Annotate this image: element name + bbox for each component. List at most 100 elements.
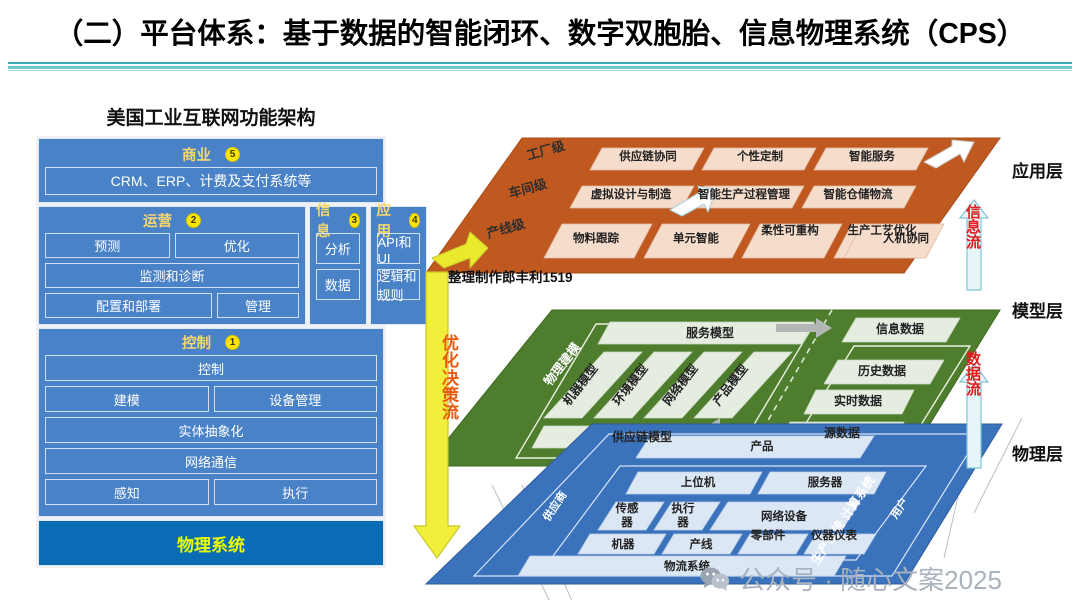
cell-data[interactable]: 数据: [316, 269, 360, 300]
app-tile-smart-warehouse-logistics[interactable]: 智能仓储物流: [823, 189, 893, 201]
app-tile-process-optimization[interactable]: 生产工艺优化: [847, 225, 917, 237]
section-operations-badge: 2: [186, 212, 201, 228]
app-tile-material-tracking[interactable]: 物料跟踪: [573, 233, 619, 245]
cell-optimize[interactable]: 优化: [174, 233, 299, 258]
ctrl-row-3: 实体抽象化: [45, 417, 377, 443]
tile-information-data: [841, 317, 961, 343]
app-tile-flexible-reconfig[interactable]: 柔性可重构: [761, 225, 819, 237]
section-operations[interactable]: 运营 2 预测 优化 监测和诊断 配置和部署 管理: [38, 206, 306, 325]
cell-entity-abstraction[interactable]: 实体抽象化: [45, 417, 377, 443]
app-row-3-tiles: [543, 223, 945, 259]
physical-row-2-tiles: [597, 501, 861, 531]
ctrl-row-4: 网络通信: [45, 448, 377, 474]
cell-crm-erp[interactable]: CRM、ERP、计费及支付系统等: [45, 167, 377, 195]
section-information-badge: 3: [348, 212, 360, 228]
physical-row-3-tiles: [577, 533, 877, 555]
physical-system-label: 物理系统: [177, 535, 245, 555]
app-tile-custom-made[interactable]: 个性定制: [737, 151, 783, 163]
physical-tile-parts[interactable]: 零部件: [750, 530, 786, 542]
section-information-header: 信息 3: [316, 203, 360, 240]
cell-control[interactable]: 控制: [45, 355, 377, 381]
app-inward-arrow-icon: [922, 139, 975, 169]
layer-label-application: 应用层: [1012, 162, 1063, 181]
cell-network-communication[interactable]: 网络通信: [45, 448, 377, 474]
cell-api-ui[interactable]: API和UI: [376, 233, 420, 266]
model-tile-information-data[interactable]: 信息数据: [875, 322, 924, 336]
information-flow-arrow: [958, 199, 990, 291]
cps-layered-diagram: 工厂级 车间级 产线级 供应链协同 个性定制 智能服务 虚拟设计与制造 智能生产…: [404, 118, 1080, 600]
section-control-badge: 1: [225, 334, 240, 350]
section-operations-header: 运营 2: [45, 207, 299, 233]
cell-configure-deploy[interactable]: 配置和部署: [45, 293, 212, 318]
tile-product: [635, 435, 875, 459]
physical-tile-server[interactable]: 服务器: [807, 477, 843, 489]
data-flow-label: 数据流: [965, 351, 981, 398]
section-information-body: 分析 数据: [316, 233, 360, 300]
physical-tile-production-line[interactable]: 产线: [689, 539, 713, 551]
layer-application[interactable]: [425, 137, 1001, 274]
app-tile-smart-production-mgmt[interactable]: 智能生产过程管理: [698, 189, 790, 201]
physical-tile-instruments[interactable]: 仪器仪表: [811, 530, 857, 542]
physical-tile-product[interactable]: 产品: [750, 441, 774, 453]
physical-tile-sensor[interactable]: 传感器: [615, 503, 639, 529]
model-tile-service-model[interactable]: 服务模型: [685, 326, 734, 340]
app-tile-unit-intelligence[interactable]: 单元智能: [673, 233, 719, 245]
layer-physical[interactable]: [424, 423, 1003, 585]
model-tile-realtime-data[interactable]: 实时数据: [833, 394, 882, 408]
cell-analysis[interactable]: 分析: [316, 233, 360, 264]
physical-tile-machine[interactable]: 机器: [611, 539, 635, 551]
watermark: 公众号 · 随心文案2025: [700, 560, 1002, 597]
section-business-badge: 5: [225, 146, 240, 162]
ops-row-3: 配置和部署 管理: [45, 293, 299, 318]
model-tile-history-data[interactable]: 历史数据: [857, 364, 906, 378]
tile-logistics-system: [517, 555, 847, 577]
section-application-badge: 4: [409, 212, 420, 228]
cell-monitor-diagnose[interactable]: 监测和诊断: [45, 263, 299, 288]
physical-tile-actuator[interactable]: 执行器: [671, 503, 695, 529]
wechat-icon: [700, 567, 730, 591]
model-tile-source-data[interactable]: 源数据: [823, 426, 860, 440]
model-right-arrow-icon: [776, 318, 832, 338]
section-information[interactable]: 信息 3 分析 数据: [309, 203, 367, 325]
app-tile-smart-service[interactable]: 智能服务: [849, 151, 895, 163]
cell-manage[interactable]: 管理: [217, 293, 299, 318]
app-yellow-arrow-icon: [431, 231, 489, 270]
optimize-decision-flow-label: 优化决策流: [442, 334, 459, 423]
section-control-header: 控制 1: [45, 329, 377, 355]
physical-tile-host-computer[interactable]: 上位机: [680, 477, 716, 489]
ops-row-1: 预测 优化: [45, 233, 299, 258]
section-control[interactable]: 控制 1 控制 建模 设备管理 实体抽象化 网络通信 感知: [38, 328, 384, 517]
cell-sensing[interactable]: 感知: [45, 479, 209, 505]
section-application-label: 应用: [376, 203, 392, 240]
section-physical-system[interactable]: 物理系统: [38, 520, 384, 566]
app-tile-supply-chain-collab[interactable]: 供应链协同: [619, 151, 677, 163]
section-business[interactable]: 商业 5 CRM、ERP、计费及支付系统等: [38, 138, 384, 203]
tile-service-model: [597, 321, 815, 345]
model-tile-supply-chain-model[interactable]: 供应链模型: [611, 430, 672, 444]
tile-realtime-data: [803, 389, 915, 415]
ctrl-row-2: 建模 设备管理: [45, 386, 377, 412]
section-business-header: 商业 5: [45, 141, 377, 167]
layer-label-physical: 物理层: [1012, 445, 1063, 464]
title-divider-mid: [8, 66, 1072, 69]
app-tile-virtual-design-mfg[interactable]: 虚拟设计与制造: [590, 189, 672, 201]
app-tile-human-machine-collab[interactable]: 人机协同: [883, 233, 929, 245]
left-panel-title: 美国工业互联网功能架构: [106, 108, 316, 129]
page-title: （二）平台体系：基于数据的智能闭环、数字双胞胎、信息物理系统（CPS）: [54, 17, 1026, 50]
app-mid-arrow-icon: [668, 185, 717, 217]
physical-tile-logistics-system[interactable]: 物流系统: [664, 561, 710, 573]
section-application[interactable]: 应用 4 API和UI 逻辑和规则: [369, 203, 427, 325]
information-flow-label: 信息流: [965, 204, 981, 251]
section-business-label: 商业: [182, 147, 211, 164]
cell-device-management[interactable]: 设备管理: [213, 386, 377, 412]
cell-logic-rules[interactable]: 逻辑和规则: [376, 269, 420, 303]
physical-tile-network-device[interactable]: 网络设备: [761, 511, 807, 523]
cell-execution[interactable]: 执行: [213, 479, 377, 505]
ctrl-row-1: 控制: [45, 355, 377, 381]
layer-label-model: 模型层: [1012, 302, 1063, 321]
cell-forecast[interactable]: 预测: [45, 233, 170, 258]
cell-modeling[interactable]: 建模: [45, 386, 209, 412]
title-divider-bottom: [8, 70, 1072, 71]
section-application-header: 应用 4: [377, 203, 420, 240]
